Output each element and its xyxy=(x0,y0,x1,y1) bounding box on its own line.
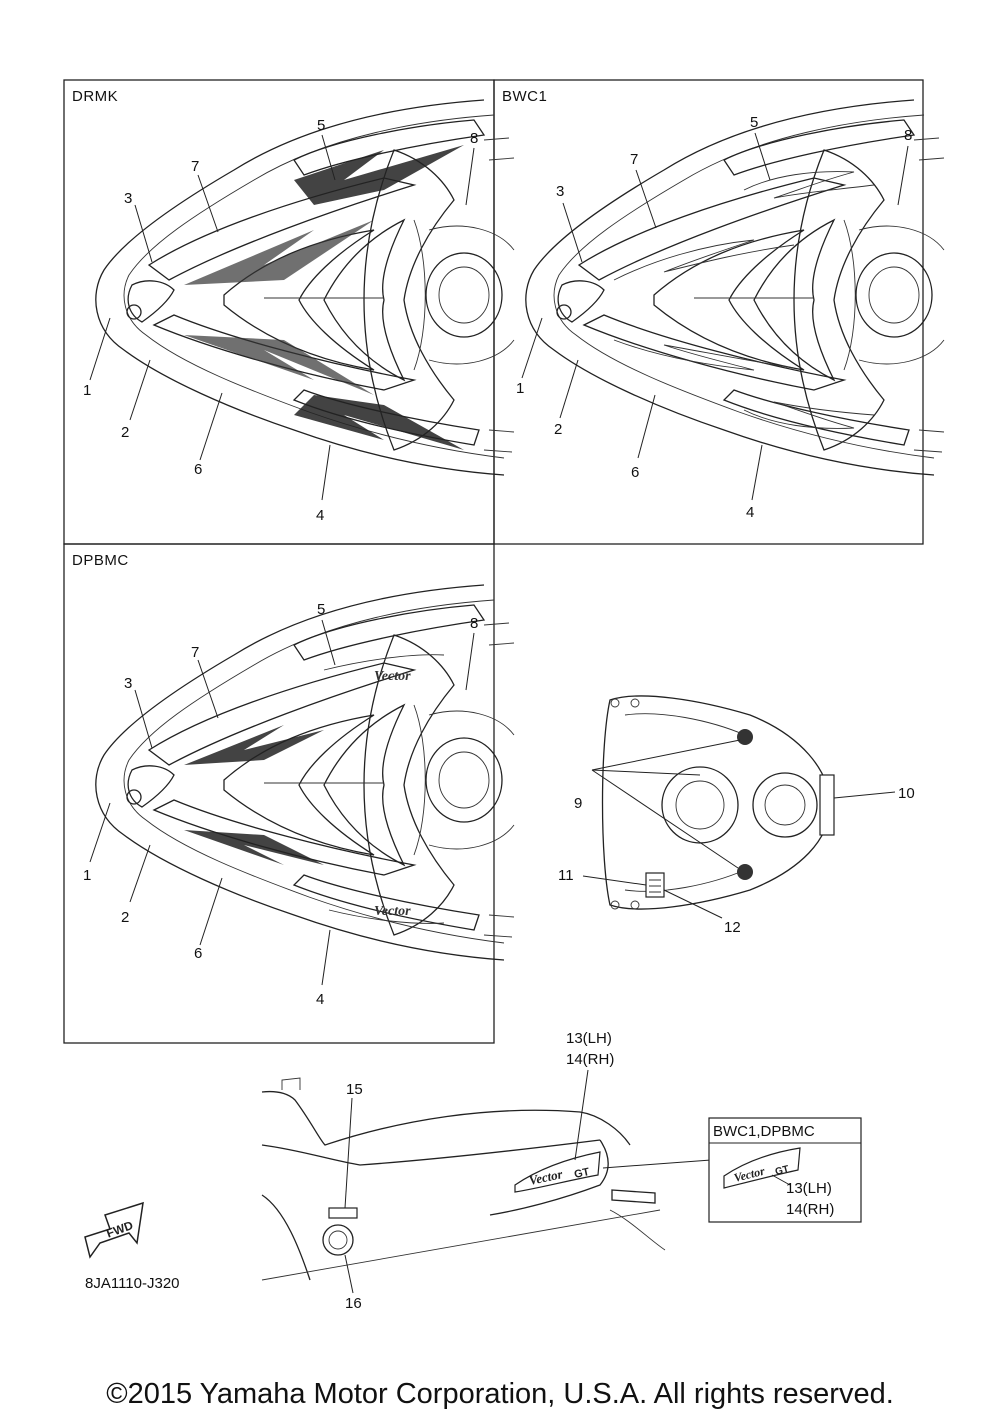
callout-6: 6 xyxy=(194,945,202,962)
callouts-drmk xyxy=(89,134,475,501)
callout-1: 1 xyxy=(516,380,524,397)
callouts-bwc1 xyxy=(521,132,909,501)
callout-15: 15 xyxy=(346,1081,363,1098)
callout-1: 1 xyxy=(83,382,91,399)
callout-6: 6 xyxy=(631,464,639,481)
callout-labels-side-view: 13(LH) 14(RH) 15 16 xyxy=(345,1030,614,1312)
deck-drawing-dpbmc: Vector Vector xyxy=(95,584,515,961)
callout-3: 3 xyxy=(556,183,564,200)
side-decal-gt: GT xyxy=(573,1166,591,1181)
callout-4: 4 xyxy=(316,991,324,1008)
callout-3: 3 xyxy=(124,190,132,207)
top-view-drawing xyxy=(582,695,896,919)
callout-10: 10 xyxy=(898,785,915,802)
deck-drawing-drmk xyxy=(95,99,515,476)
callout-5: 5 xyxy=(750,114,758,131)
panel-title-dpbmc: DPBMC xyxy=(72,552,129,569)
callout-4: 4 xyxy=(316,507,324,524)
callout-8: 8 xyxy=(470,130,478,147)
side-view-drawing: Vector GT xyxy=(261,1069,712,1294)
callout-2: 2 xyxy=(554,421,562,438)
callout-2: 2 xyxy=(121,424,129,441)
callout-2: 2 xyxy=(121,909,129,926)
callout-12: 12 xyxy=(724,919,741,936)
callout-7: 7 xyxy=(191,644,199,661)
panel-title-drmk: DRMK xyxy=(72,88,118,105)
deck-drawing-bwc1 xyxy=(525,99,945,476)
callout-4: 4 xyxy=(746,504,754,521)
callout-13: 13(LH) xyxy=(566,1030,612,1047)
inset-decal-gt: GT xyxy=(774,1164,790,1178)
callout-6: 6 xyxy=(194,461,202,478)
callout-8: 8 xyxy=(904,127,912,144)
side-decal-text: Vector xyxy=(528,1166,565,1188)
callout-7: 7 xyxy=(630,151,638,168)
callout-5: 5 xyxy=(317,117,325,134)
callout-labels-dpbmc: 1 2 3 4 5 6 7 8 xyxy=(83,601,478,1008)
part-code: 8JA1110-J320 xyxy=(85,1275,180,1292)
inset-title: BWC1,DPBMC xyxy=(713,1123,815,1140)
inset-callout-14: 14(RH) xyxy=(786,1201,834,1218)
callout-labels-top-view: 9 10 11 12 xyxy=(558,785,915,936)
copyright-notice: ©2015 Yamaha Motor Corporation, U.S.A. A… xyxy=(106,1378,894,1410)
callout-3: 3 xyxy=(124,675,132,692)
inset-box: BWC1,DPBMC Vector GT 13(LH) 14(RH) xyxy=(708,1117,862,1223)
callouts-dpbmc xyxy=(89,619,475,986)
callout-11: 11 xyxy=(558,867,574,884)
callout-16: 16 xyxy=(345,1295,362,1312)
panel-title-bwc1: BWC1 xyxy=(502,88,547,105)
panel-grid xyxy=(63,79,924,1044)
callout-9: 9 xyxy=(574,795,582,812)
decal-text-upper: Vector xyxy=(374,669,411,684)
callout-labels-drmk: 1 2 3 4 5 6 7 8 xyxy=(83,117,478,524)
callout-8: 8 xyxy=(470,615,478,632)
callout-5: 5 xyxy=(317,601,325,618)
fwd-arrow-icon: FWD xyxy=(84,1201,144,1259)
callout-7: 7 xyxy=(191,158,199,175)
inset-callout-13: 13(LH) xyxy=(786,1180,832,1197)
decal-text-lower: Vector xyxy=(374,904,411,919)
callout-1: 1 xyxy=(83,867,91,884)
callout-14: 14(RH) xyxy=(566,1051,614,1068)
callout-labels-bwc1: 1 2 3 4 5 6 7 8 xyxy=(516,114,912,521)
